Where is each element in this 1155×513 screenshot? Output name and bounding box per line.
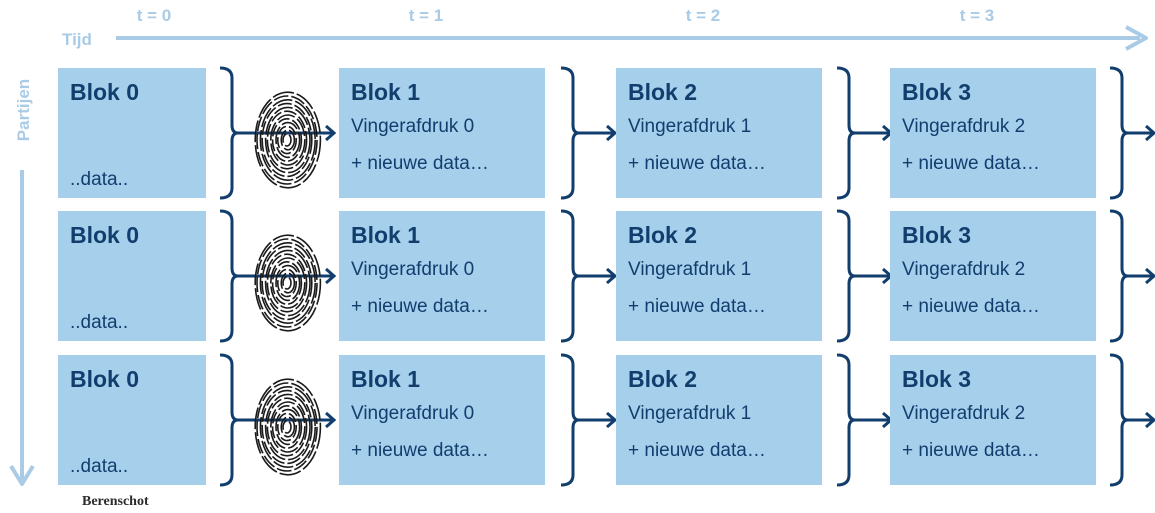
block-bracket [1109,66,1129,200]
chain-block: Blok 2 Vingerafdruk 1 + nieuwe data… [616,211,822,341]
time-label-0: t = 0 [136,6,172,25]
time-axis-label: Tijd [62,30,92,49]
block-new-data: + nieuwe data… [628,296,766,317]
block-title: Blok 1 [351,222,421,248]
block-fingerprint-ref: Vingerafdruk 2 [902,403,1026,424]
genesis-block: Blok 0 ..data.. [58,355,206,485]
chain-block: Blok 2 Vingerafdruk 1 + nieuwe data… [616,355,822,485]
block-title: Blok 3 [902,79,972,105]
block-data: ..data.. [70,169,129,190]
fingerprint-icon [254,378,322,476]
chain-block: Blok 1 Vingerafdruk 0 + nieuwe data… [339,211,545,341]
block-new-data: + nieuwe data… [628,440,766,461]
block-fingerprint-ref: Vingerafdruk 0 [351,403,475,424]
block-fingerprint-ref: Vingerafdruk 0 [351,259,475,280]
chain-block: Blok 2 Vingerafdruk 1 + nieuwe data… [616,68,822,198]
block-fingerprint-ref: Vingerafdruk 1 [628,116,752,137]
chain-arrow-head [1145,124,1155,142]
block-title: Blok 0 [70,79,140,105]
block-title: Blok 2 [628,366,698,392]
block-bracket [219,66,239,200]
block-title: Blok 2 [628,79,698,105]
block-data: ..data.. [70,312,129,333]
block-bracket [219,353,239,487]
time-axis-arrowhead [1125,25,1148,51]
block-fingerprint-ref: Vingerafdruk 2 [902,259,1026,280]
time-label-3: t = 3 [959,6,995,25]
block-bracket [836,66,856,200]
genesis-block: Blok 0 ..data.. [58,68,206,198]
block-new-data: + nieuwe data… [351,440,489,461]
brand-logo-text: Berenschot [82,494,149,509]
block-new-data: + nieuwe data… [902,153,1040,174]
chain-arrow-head [1145,411,1155,429]
chain-block: Blok 3 Vingerafdruk 2 + nieuwe data… [890,211,1096,341]
block-title: Blok 0 [70,366,140,392]
genesis-block: Blok 0 ..data.. [58,211,206,341]
chain-arrow-head [325,124,337,142]
block-title: Blok 1 [351,366,421,392]
parties-axis-label: Partijen [14,78,33,142]
chain-block: Blok 3 Vingerafdruk 2 + nieuwe data… [890,355,1096,485]
block-new-data: + nieuwe data… [902,440,1040,461]
block-title: Blok 2 [628,222,698,248]
block-fingerprint-ref: Vingerafdruk 1 [628,403,752,424]
chain-arrow-head [1145,267,1155,285]
block-bracket [560,209,580,343]
block-title: Blok 3 [902,366,972,392]
time-label-2: t = 2 [685,6,721,25]
parties-axis-arrowhead [9,464,35,486]
block-new-data: + nieuwe data… [351,153,489,174]
chain-block: Blok 3 Vingerafdruk 2 + nieuwe data… [890,68,1096,198]
block-bracket [836,353,856,487]
block-bracket [219,209,239,343]
block-data: ..data.. [70,456,129,477]
block-fingerprint-ref: Vingerafdruk 0 [351,116,475,137]
chain-arrow-head [606,267,618,285]
chain-block: Blok 1 Vingerafdruk 0 + nieuwe data… [339,68,545,198]
block-fingerprint-ref: Vingerafdruk 2 [902,116,1026,137]
block-bracket [836,209,856,343]
block-title: Blok 1 [351,79,421,105]
block-bracket [560,66,580,200]
block-bracket [1109,209,1129,343]
time-label-1: t = 1 [408,6,444,25]
chain-arrow-head [325,411,337,429]
block-new-data: + nieuwe data… [628,153,766,174]
block-bracket [1109,353,1129,487]
chain-arrow-head [325,267,337,285]
block-bracket [560,353,580,487]
block-new-data: + nieuwe data… [902,296,1040,317]
block-title: Blok 0 [70,222,140,248]
block-new-data: + nieuwe data… [351,296,489,317]
fingerprint-icon [254,91,322,189]
chain-arrow-head [606,411,618,429]
block-fingerprint-ref: Vingerafdruk 1 [628,259,752,280]
fingerprint-icon [254,234,322,332]
chain-block: Blok 1 Vingerafdruk 0 + nieuwe data… [339,355,545,485]
chain-arrow-head [606,124,618,142]
block-title: Blok 3 [902,222,972,248]
